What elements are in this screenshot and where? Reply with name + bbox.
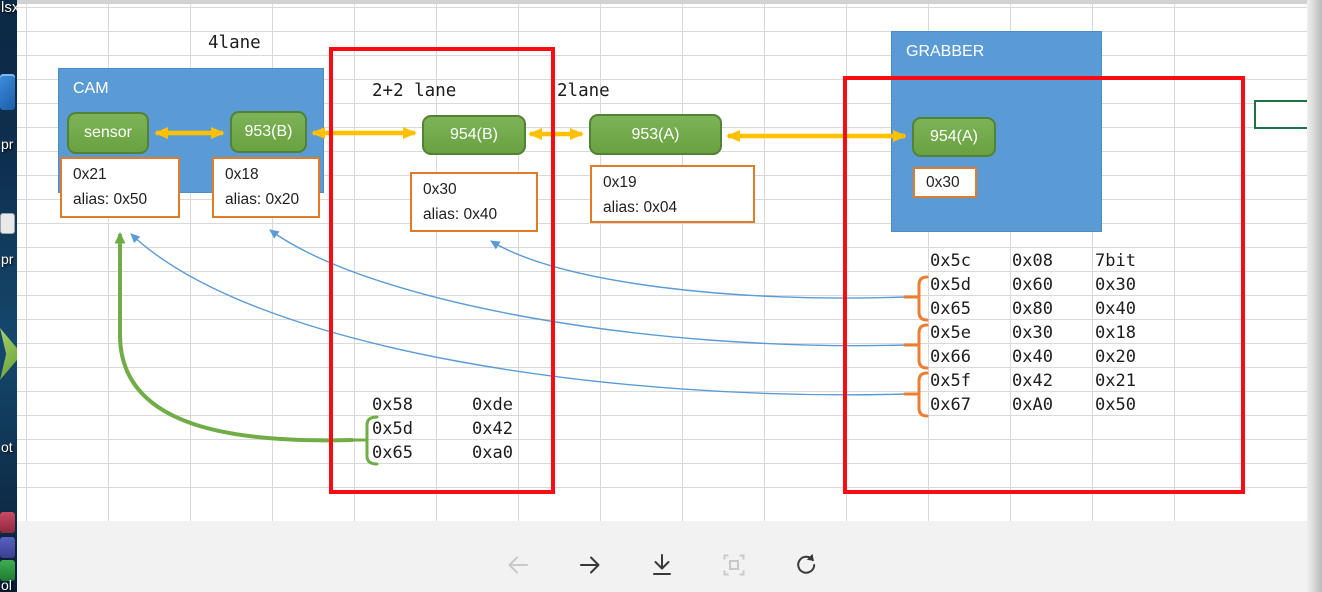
cell: 0x66 xyxy=(930,347,971,367)
cell: 0x5d xyxy=(930,275,971,295)
cell: 0xA0 xyxy=(1012,395,1053,415)
cell: 0x80 xyxy=(1012,299,1053,319)
desktop-blue-icon[interactable] xyxy=(0,537,15,558)
excel-active-cell[interactable] xyxy=(1254,100,1309,129)
cell: 0xa0 xyxy=(472,443,513,463)
rotate-icon xyxy=(797,553,816,574)
cell: 0x08 xyxy=(1012,251,1053,271)
addr-line: 0x19 xyxy=(603,174,637,191)
addr-box-cam-sensor: 0x21 alias: 0x50 xyxy=(60,157,180,218)
grabber-title: GRABBER xyxy=(906,43,985,60)
cell: 0x5e xyxy=(930,323,971,343)
cell: 0x58 xyxy=(372,395,413,415)
table-row: 0x58 0xde xyxy=(372,394,513,418)
cell: 0x5f xyxy=(930,371,971,391)
node-954b: 954(B) xyxy=(422,115,526,155)
back-button[interactable] xyxy=(504,551,532,579)
download-button[interactable] xyxy=(648,551,676,579)
addr-line: 0x30 xyxy=(926,174,960,191)
arrow-right-icon xyxy=(580,556,600,574)
forward-button[interactable] xyxy=(576,551,604,579)
addr-box-953b: 0x18 alias: 0x20 xyxy=(212,157,320,218)
cell: 0x30 xyxy=(1095,275,1136,295)
arrow-left-icon xyxy=(508,556,528,574)
addr-line: 0x21 xyxy=(73,166,107,183)
desktop-icon-label[interactable]: pr xyxy=(1,251,14,267)
table-row: 0x5f 0x42 0x21 xyxy=(930,370,1136,394)
toolbar-buttons xyxy=(17,551,1307,579)
table-row: 0x5e 0x30 0x18 xyxy=(930,322,1136,346)
table-row: 0x65 0x80 0x40 xyxy=(930,298,1136,322)
desktop-icon-label[interactable]: pr xyxy=(1,136,14,152)
cell: 0x18 xyxy=(1095,323,1136,343)
cell: 0x50 xyxy=(1095,395,1136,415)
cell: 0x20 xyxy=(1095,347,1136,367)
table-row: 0x66 0x40 0x20 xyxy=(930,346,1136,370)
addr-box-954a: 0x30 xyxy=(913,167,977,198)
cell: 0x42 xyxy=(1012,371,1053,391)
addr-box-953a: 0x19 alias: 0x04 xyxy=(590,165,755,223)
lane-label-2plus2: 2+2 lane xyxy=(372,81,457,101)
cell: 0x5d xyxy=(372,419,413,439)
cell: 7bit xyxy=(1095,251,1136,271)
node-954a: 954(A) xyxy=(912,117,996,157)
grabber-register-table: 0x5c 0x08 7bit 0x5d 0x60 0x30 0x65 0x80 … xyxy=(930,250,1136,418)
cell: 0x67 xyxy=(930,395,971,415)
addr-line: 0x18 xyxy=(225,166,259,183)
cell: 0x21 xyxy=(1095,371,1136,391)
desktop-doc-icon[interactable] xyxy=(0,213,15,234)
cam-register-table: 0x58 0xde 0x5d 0x42 0x65 0xa0 xyxy=(372,394,513,466)
addr-line: alias: 0x40 xyxy=(423,205,498,223)
table-row: 0x67 0xA0 0x50 xyxy=(930,394,1136,418)
cell: 0x30 xyxy=(1012,323,1053,343)
viewer-toolbar xyxy=(17,521,1307,592)
cell: 0x40 xyxy=(1095,299,1136,319)
node-953b: 953(B) xyxy=(230,111,307,153)
lane-label-2lane: 2lane xyxy=(557,81,610,101)
addr-line: 0x30 xyxy=(423,181,457,198)
table-row: 0x5d 0x42 xyxy=(372,418,513,442)
addr-line: alias: 0x50 xyxy=(73,190,148,208)
cell: 0x42 xyxy=(472,419,513,439)
cell: 0xde xyxy=(472,395,513,415)
desktop-file-label[interactable]: lsx xyxy=(1,0,20,16)
download-icon xyxy=(653,554,671,575)
desktop-icon-label[interactable]: ol xyxy=(1,577,12,592)
cell: 0x65 xyxy=(930,299,971,319)
cell: 0x60 xyxy=(1012,275,1053,295)
cell: 0x5c xyxy=(930,251,971,271)
cell: 0x65 xyxy=(372,443,413,463)
cell: 0x40 xyxy=(1012,347,1053,367)
desktop-app-icon[interactable] xyxy=(0,74,15,110)
lane-label-4lane: 4lane xyxy=(208,33,261,53)
addr-box-954b: 0x30 alias: 0x40 xyxy=(410,172,538,232)
fit-screen-button[interactable] xyxy=(720,551,748,579)
desktop-green-icon[interactable] xyxy=(0,560,15,581)
cam-title: CAM xyxy=(73,80,109,97)
desktop-edge-strip: lsx pr pr ot ol xyxy=(0,0,22,592)
table-row: 0x5d 0x60 0x30 xyxy=(930,274,1136,298)
desktop-icon-label[interactable]: ot xyxy=(1,439,13,455)
node-953a: 953(A) xyxy=(589,114,722,155)
window-edge-shadow xyxy=(1307,0,1322,592)
rotate-button[interactable] xyxy=(792,551,820,579)
viewer-top-strip xyxy=(17,0,1307,4)
table-row: 0x5c 0x08 7bit xyxy=(930,250,1136,274)
node-sensor: sensor xyxy=(67,112,149,154)
table-row: 0x65 0xa0 xyxy=(372,442,513,466)
addr-line: alias: 0x04 xyxy=(603,198,678,216)
desktop-red-icon[interactable] xyxy=(0,512,15,533)
fit-screen-icon xyxy=(723,554,745,576)
addr-line: alias: 0x20 xyxy=(225,190,300,208)
